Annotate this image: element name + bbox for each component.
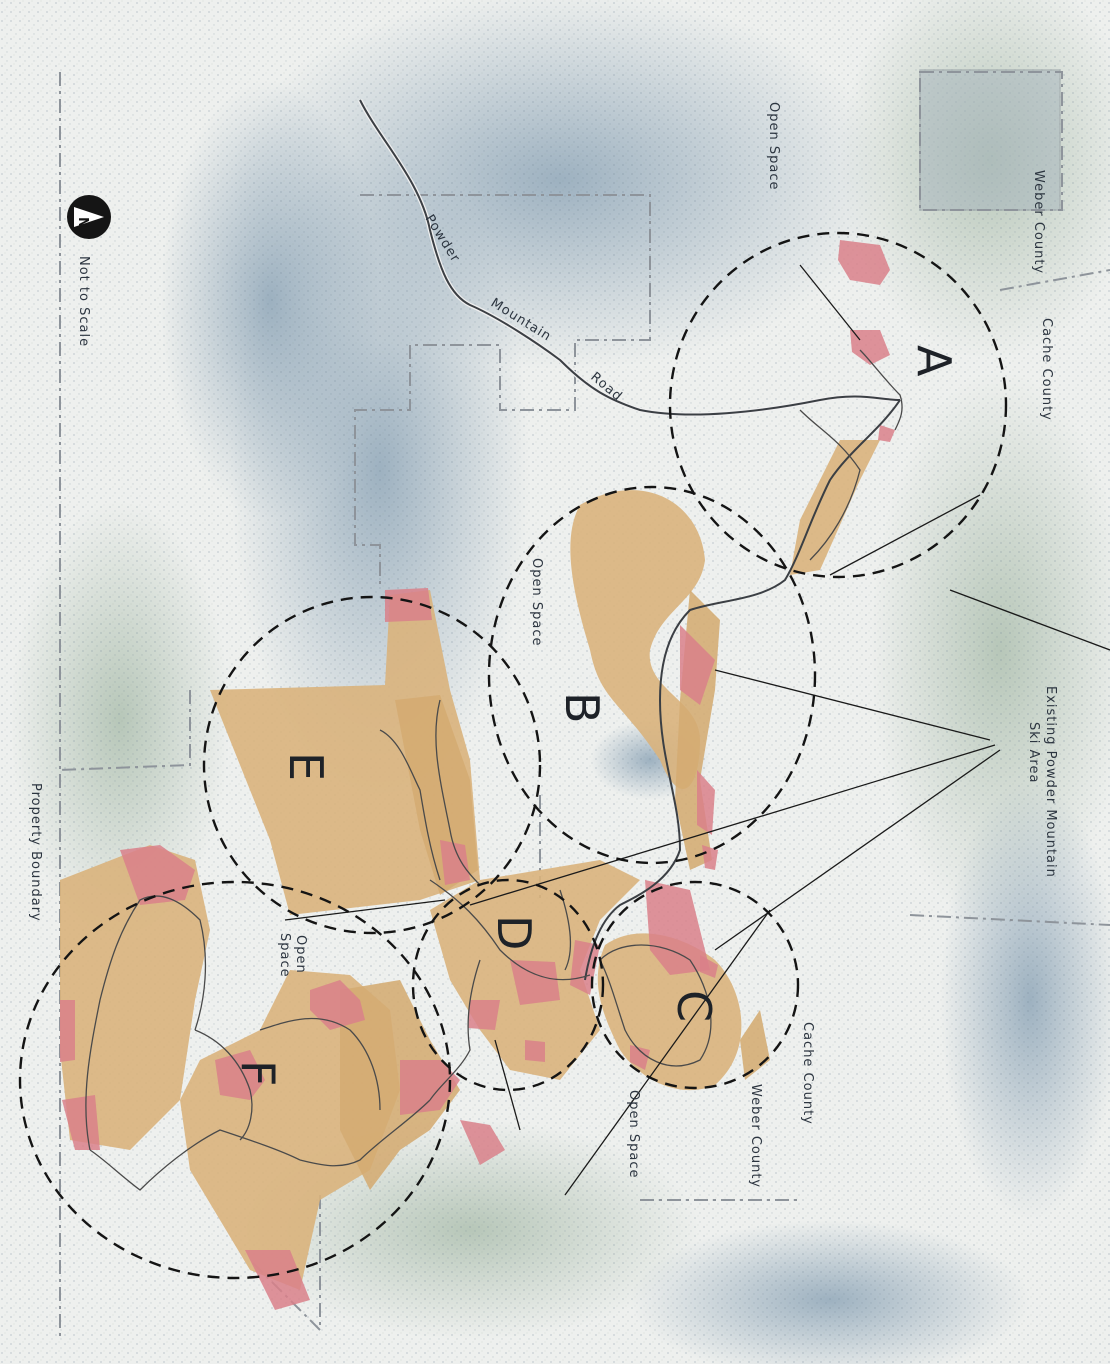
label-weber-county-top: Weber County bbox=[1031, 170, 1046, 274]
area-circle-e bbox=[202, 595, 542, 935]
label-open-space-left-1: Open bbox=[293, 935, 308, 974]
area-letters: A B C D E F bbox=[231, 345, 961, 1086]
area-label-b: B bbox=[555, 692, 609, 724]
area-circle-b bbox=[487, 485, 817, 865]
development-zones bbox=[60, 440, 880, 1290]
area-circle-c bbox=[590, 880, 800, 1090]
scale-note: Not to Scale bbox=[76, 256, 91, 347]
north-arrow-pointer bbox=[74, 207, 104, 227]
area-circle-a bbox=[668, 231, 1008, 579]
area-circle-d bbox=[411, 878, 605, 1092]
area-circles bbox=[18, 231, 1008, 1280]
area-label-c: C bbox=[667, 990, 721, 1022]
label-cache-county-bottom: Cache County bbox=[800, 1022, 815, 1125]
pink-zones bbox=[60, 240, 895, 1310]
leader-lines bbox=[284, 264, 1110, 1196]
area-label-f: F bbox=[231, 1060, 285, 1086]
north-arrow-letter: N bbox=[75, 217, 90, 228]
label-cache-county-top: Cache County bbox=[1039, 318, 1054, 421]
label-open-space-center: Open Space bbox=[529, 558, 544, 646]
label-property-boundary: Property Boundary bbox=[28, 783, 43, 922]
place-labels: Weber County Cache County Open Space Exi… bbox=[28, 102, 1058, 1188]
road-network bbox=[85, 98, 903, 1191]
label-existing-ski-area-1: Existing Powder Mountain bbox=[1043, 686, 1058, 878]
area-label-d: D bbox=[487, 915, 541, 950]
label-open-space-bottom: Open Space bbox=[626, 1090, 641, 1178]
label-open-space-left-2: Space bbox=[277, 933, 292, 978]
label-open-space-top: Open Space bbox=[766, 102, 781, 190]
north-arrow: N bbox=[67, 195, 111, 239]
area-label-a: A bbox=[907, 345, 961, 377]
area-circle-f bbox=[18, 880, 452, 1280]
label-weber-county-bottom: Weber County bbox=[748, 1084, 763, 1188]
label-existing-ski-area-2: Ski Area bbox=[1026, 722, 1041, 783]
area-label-e: E bbox=[279, 752, 333, 781]
